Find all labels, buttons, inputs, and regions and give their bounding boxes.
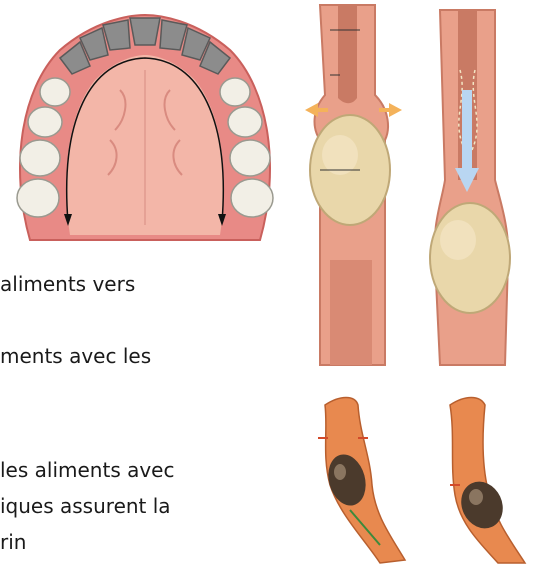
text-line-2: ments avec les xyxy=(0,342,151,370)
text-line-3: les aliments avec xyxy=(0,456,174,484)
text-line-4: iques assurent la xyxy=(0,492,171,520)
peristalsis-tube-illustration xyxy=(300,0,535,372)
text-line-5: rin xyxy=(0,528,26,556)
esophagus-peristalsis-illustration xyxy=(310,395,535,567)
dental-arch-illustration xyxy=(0,0,285,260)
text-line-1: aliments vers xyxy=(0,270,135,298)
